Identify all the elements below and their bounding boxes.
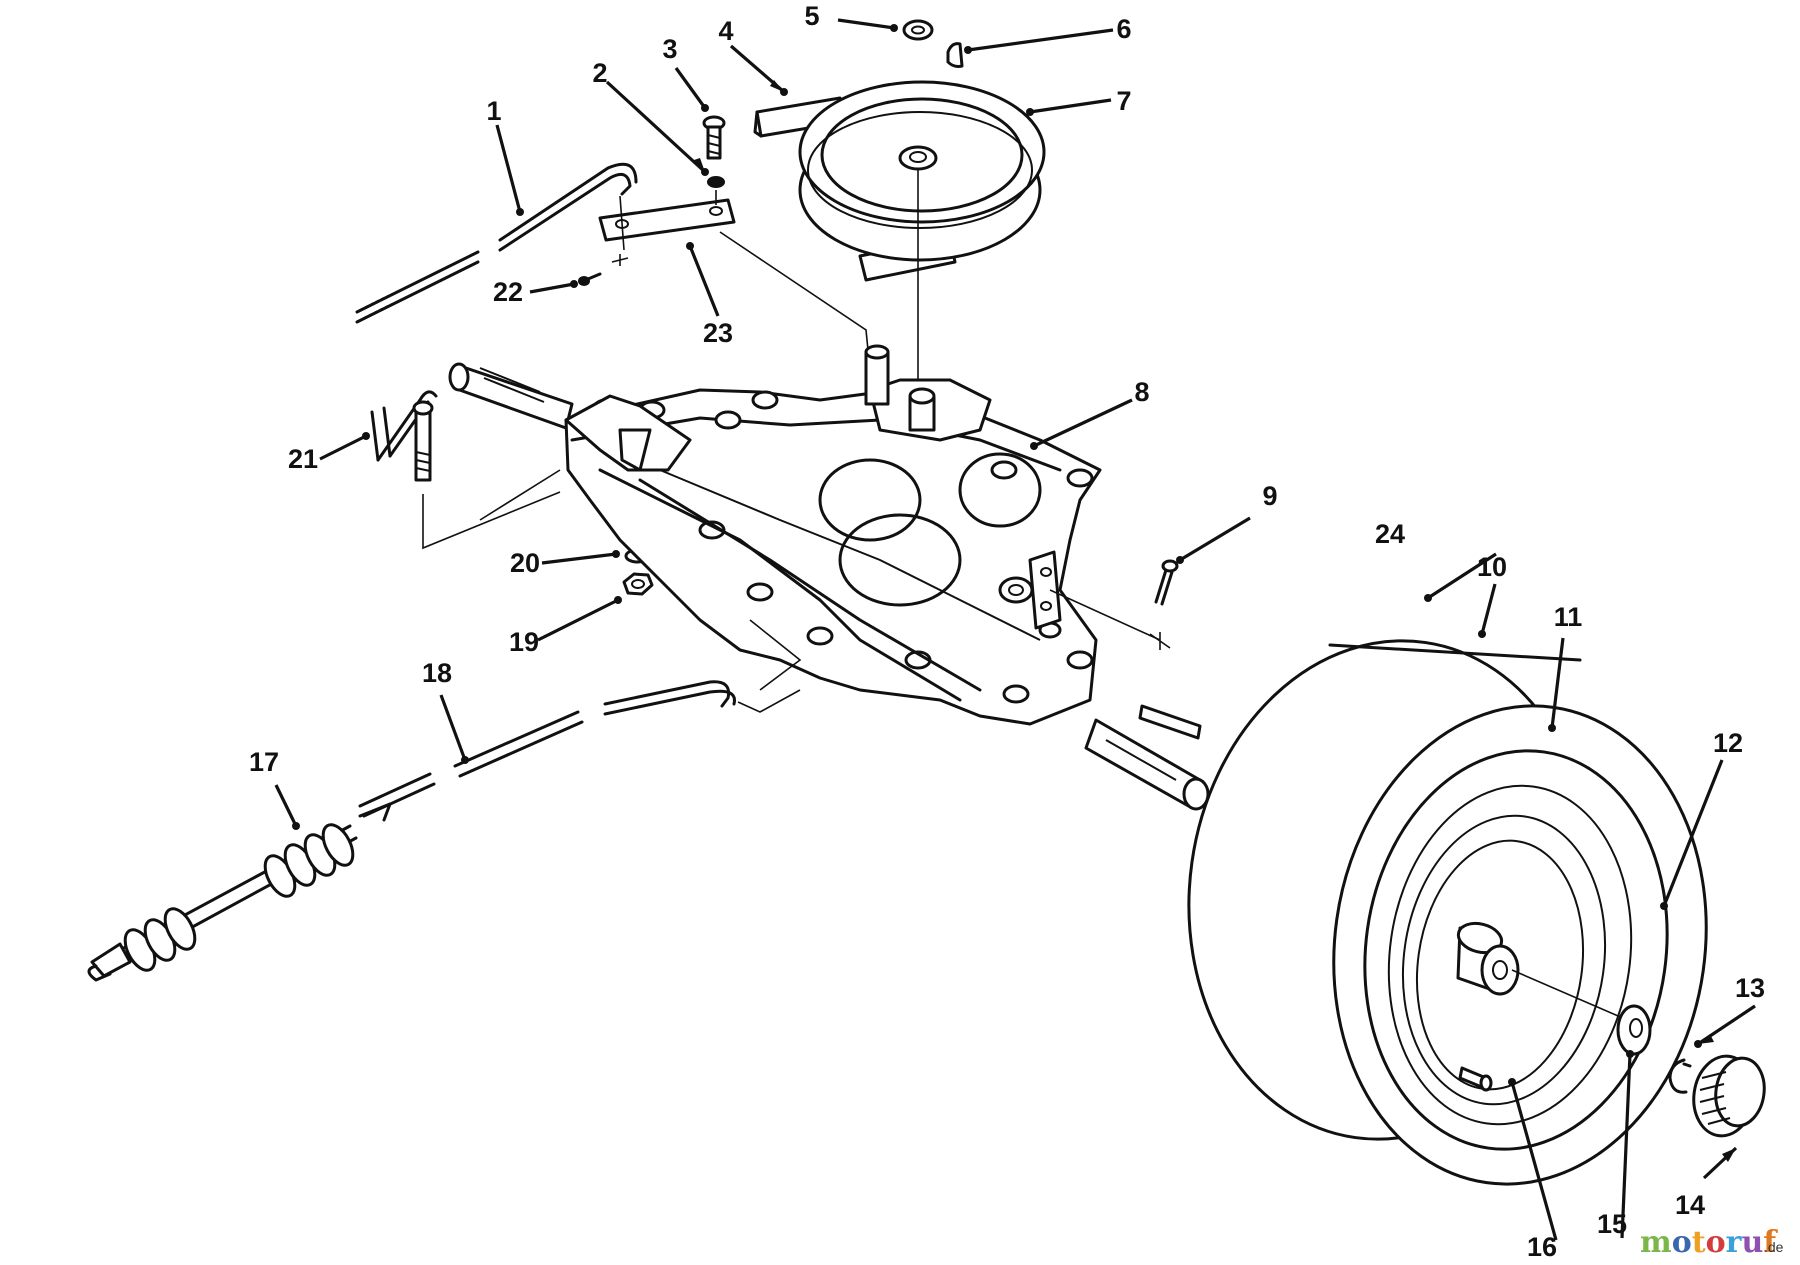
callout-22: 22 <box>493 277 523 307</box>
pulley-key-part <box>946 42 964 68</box>
callout-17: 17 <box>249 747 279 777</box>
pulley-washer-part <box>902 19 934 41</box>
callout-4: 4 <box>718 16 733 46</box>
callout-labels: 1 2 3 4 5 6 7 8 9 10 11 12 13 14 15 16 1… <box>249 1 1765 1262</box>
motoruf-watermark: motoruf .de <box>1640 1225 1784 1260</box>
callout-16: 16 <box>1527 1232 1557 1262</box>
watermark-suffix: .de <box>1764 1239 1784 1255</box>
callout-14: 14 <box>1675 1190 1705 1220</box>
callout-9: 9 <box>1262 481 1277 511</box>
callout-23: 23 <box>703 318 733 348</box>
callout-11: 11 <box>1554 602 1583 632</box>
control-rod-part <box>358 680 801 818</box>
callout-1: 1 <box>486 96 501 126</box>
rear-wheel-part <box>1187 639 1708 1186</box>
lock-washer-part <box>707 176 725 188</box>
callout-19: 19 <box>509 627 539 657</box>
callout-21: 21 <box>288 444 318 474</box>
callout-3: 3 <box>662 34 677 64</box>
bolt-part <box>702 115 726 160</box>
cotter-pin-part <box>1149 559 1179 650</box>
callout-24: 24 <box>1375 519 1405 549</box>
leader-arrowheads <box>694 80 1736 1162</box>
axle-washer-part <box>1616 1004 1652 1056</box>
bracket-plate-part <box>598 190 871 371</box>
lever-nut-part <box>622 572 654 596</box>
extension-spring-part <box>87 802 392 982</box>
callout-8: 8 <box>1134 377 1149 407</box>
callout-12: 12 <box>1713 728 1743 758</box>
axle-key-part <box>1138 704 1202 740</box>
callout-18: 18 <box>422 658 452 688</box>
callout-15: 15 <box>1597 1209 1627 1239</box>
linkage-rod-part <box>370 390 561 550</box>
transaxle-housing-part <box>448 344 1210 811</box>
callout-6: 6 <box>1116 14 1131 44</box>
callout-5: 5 <box>804 1 819 31</box>
callout-7: 7 <box>1116 86 1131 116</box>
callout-20: 20 <box>510 548 540 578</box>
callout-2: 2 <box>592 58 607 88</box>
callout-10: 10 <box>1477 552 1507 582</box>
shift-rod-part <box>355 162 638 324</box>
pulley-part <box>798 80 1046 410</box>
callout-13: 13 <box>1735 973 1765 1003</box>
retaining-ring-part <box>1668 1058 1692 1094</box>
hub-cap-part <box>1692 1054 1766 1138</box>
watermark-brand: motoruf <box>1640 1225 1778 1260</box>
small-screw-part <box>578 272 602 286</box>
